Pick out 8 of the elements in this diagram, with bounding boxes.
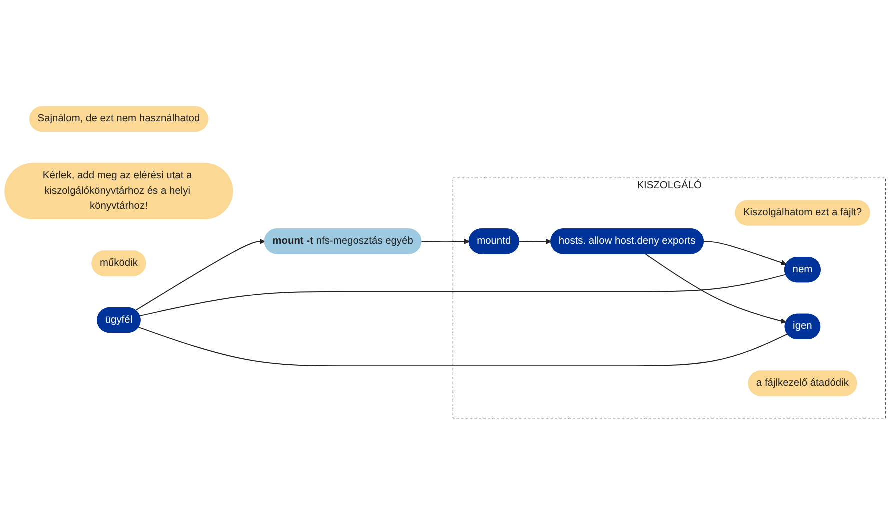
arrow [703, 241, 787, 266]
arrow [645, 254, 787, 324]
arrow [135, 238, 266, 312]
connector [139, 274, 787, 317]
arrow [518, 238, 552, 244]
cluster [452, 178, 886, 419]
arrow [421, 238, 470, 244]
connector [138, 326, 788, 367]
